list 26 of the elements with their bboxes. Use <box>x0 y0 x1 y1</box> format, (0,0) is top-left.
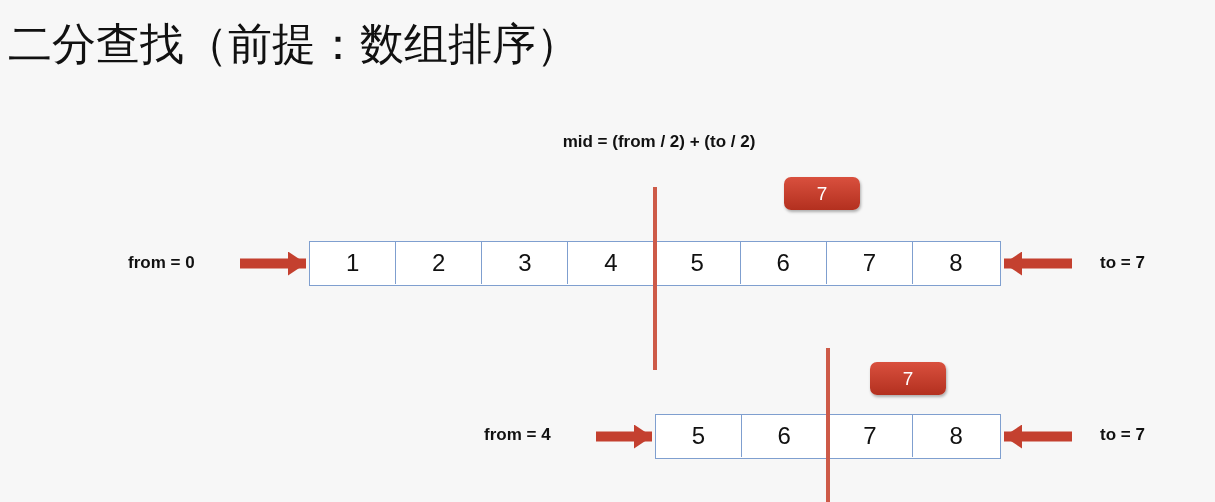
array-cell: 1 <box>310 242 397 284</box>
variable-label: to = 7 <box>1100 425 1145 445</box>
array-box <box>655 414 1001 459</box>
arrow <box>240 251 306 276</box>
arrow <box>1004 424 1072 449</box>
array-cell: 7 <box>827 415 914 457</box>
variable-label: from = 0 <box>128 253 195 273</box>
array-cell: 5 <box>656 415 742 457</box>
array-cell: 2 <box>396 242 483 284</box>
array-cell: 8 <box>912 242 999 284</box>
arrow <box>596 424 652 449</box>
variable-label: to = 7 <box>1100 253 1145 273</box>
formula-label: mid = (from / 2) + (to / 2) <box>562 132 756 151</box>
value-badge: 7 <box>870 362 946 395</box>
array-cell: 6 <box>740 242 827 284</box>
array-cell: 8 <box>913 415 999 457</box>
title: 二分查找（前提：数组排序） <box>8 18 580 70</box>
array-cell: 7 <box>826 242 913 284</box>
array-cell: 4 <box>568 242 655 284</box>
array-cell: 5 <box>654 242 741 284</box>
arrow <box>1004 251 1072 276</box>
array-box <box>309 241 1001 286</box>
value-badge: 7 <box>784 177 860 210</box>
array-cell: 3 <box>482 242 569 284</box>
variable-label: from = 4 <box>484 425 551 445</box>
array-cell: 6 <box>741 415 828 457</box>
